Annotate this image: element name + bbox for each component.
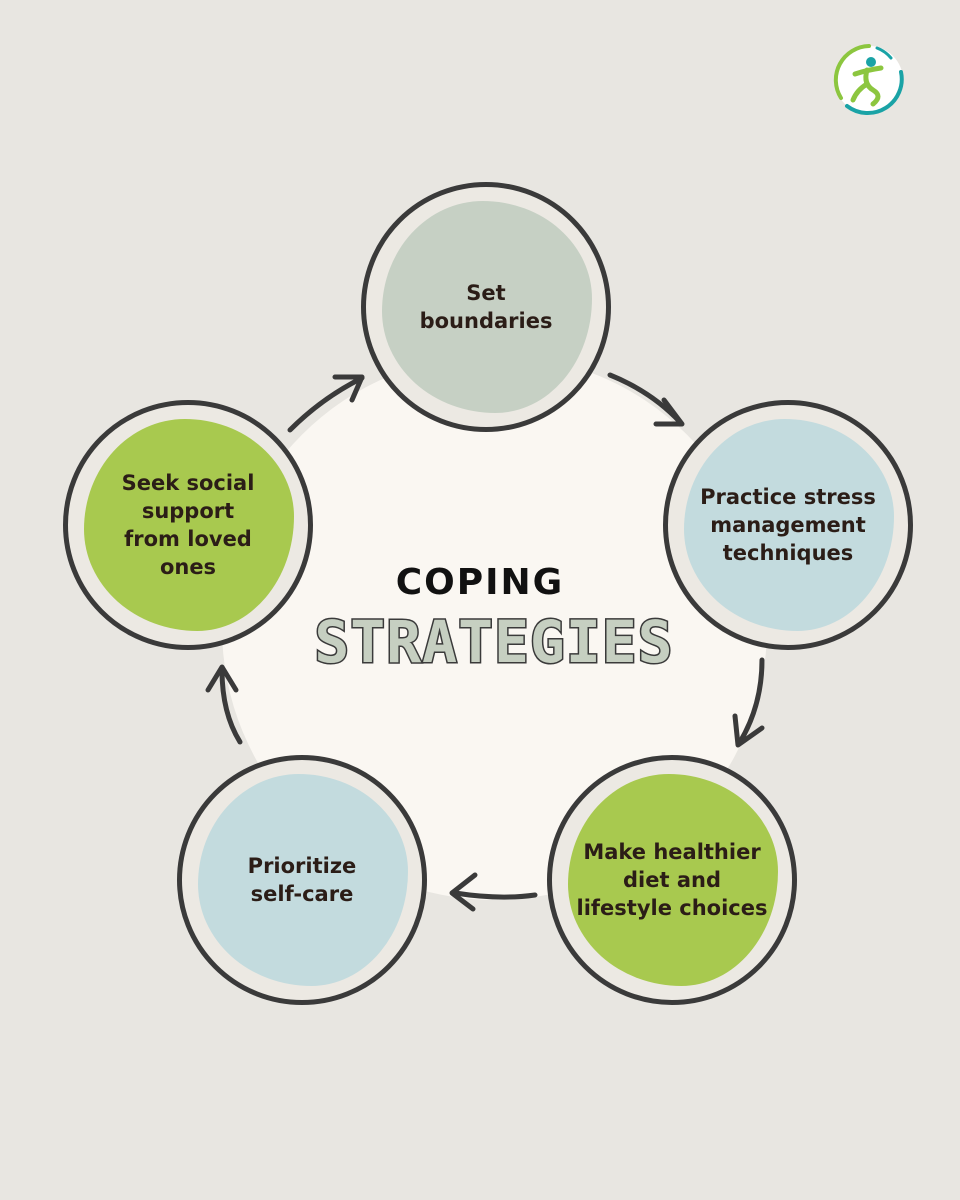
node-stress-management: Practice stress management techniques (663, 400, 913, 650)
node-label: Practice stress management techniques (700, 485, 876, 565)
node-set-boundaries: Set boundaries (361, 182, 611, 432)
title-coping: COPING (395, 562, 565, 603)
node-blob (198, 774, 408, 986)
node-blob (382, 201, 592, 413)
node-blob (568, 774, 778, 986)
arrow-right-to-bottom-right (737, 657, 765, 745)
wellness-figure-logo-icon (833, 44, 904, 116)
node-blob (684, 419, 894, 631)
node-label: Make healthier diet and lifestyle choice… (576, 840, 768, 920)
title-strategies: STRATEGIES (313, 607, 674, 678)
node-label: Set boundaries (419, 281, 553, 333)
node-label: Seek social support from loved ones (121, 471, 255, 579)
arrow-left-to-top (287, 375, 365, 433)
node-blob (84, 419, 294, 631)
arrow-bottom-right-to-bottom-left (452, 890, 538, 900)
node-social-support: Seek social support from loved ones (63, 400, 313, 650)
arrow-bottom-left-to-left (219, 667, 243, 745)
node-self-care: Prioritize self-care (177, 755, 427, 1005)
node-label: Prioritize self-care (247, 854, 357, 906)
node-healthier-choices: Make healthier diet and lifestyle choice… (547, 755, 797, 1005)
